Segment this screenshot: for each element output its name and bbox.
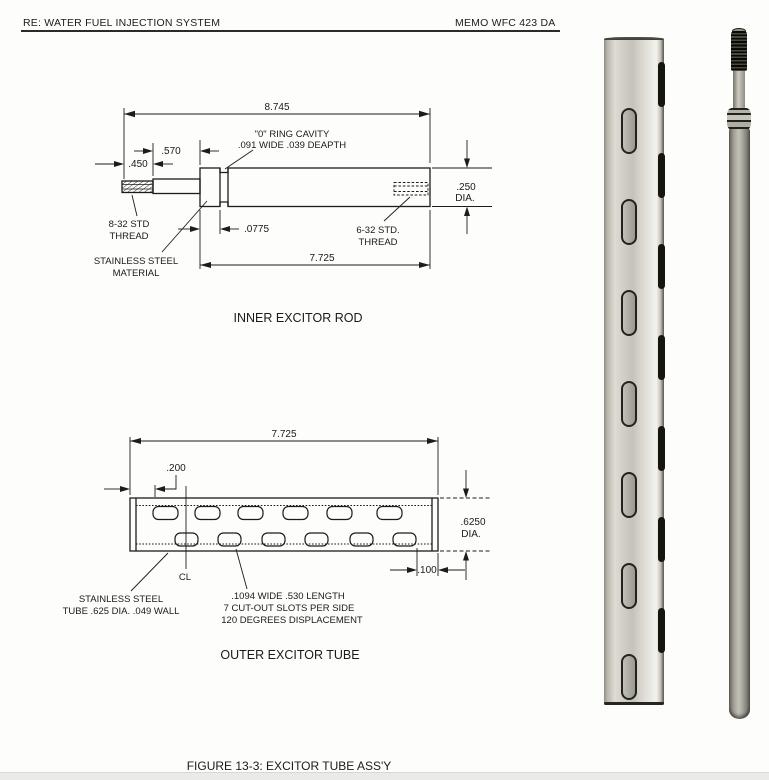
outer-tube-photo bbox=[604, 40, 665, 704]
memo-subject: RE: WATER FUEL INJECTION SYSTEM bbox=[23, 17, 221, 29]
oring-groove-top bbox=[219, 168, 229, 174]
tube-photo-bottom-edge bbox=[604, 702, 664, 705]
thread-left-note-line2: THREAD bbox=[109, 231, 148, 242]
inner-rod-labels: 8.745 "0" RING CAVITY .091 WIDE .039 DEA… bbox=[94, 102, 476, 325]
tube-photo-edge-slot bbox=[658, 517, 665, 562]
header-rule bbox=[21, 30, 560, 32]
tube-material-leader bbox=[130, 552, 169, 592]
internal-thread-hidden-lines bbox=[393, 182, 429, 196]
tube-photo-front-slot bbox=[621, 199, 637, 245]
tube-bottom-slots bbox=[174, 532, 417, 547]
inner-rod-outline bbox=[121, 167, 431, 208]
tube-photo-front-slot bbox=[621, 654, 637, 700]
outer-tube-labels: 7.725 .200 .6250 DIA. CL .100 STAINLESS … bbox=[63, 429, 486, 662]
inner-rod-title: INNER EXCITOR ROD bbox=[234, 311, 363, 325]
tube-photo-top-edge bbox=[604, 37, 664, 42]
rod-plain-stud bbox=[152, 178, 201, 195]
tube-photo-edge-slot bbox=[658, 244, 665, 289]
thread-left-leader bbox=[131, 194, 138, 217]
slots-note-line1: .1094 WIDE .530 LENGTH bbox=[231, 591, 345, 602]
rod-body bbox=[227, 167, 431, 208]
rod-photo-threads bbox=[731, 31, 747, 71]
thread-right-leader bbox=[383, 196, 411, 222]
dim-tube-diameter-unit: DIA. bbox=[461, 529, 480, 540]
thread-right-note-line1: 6-32 STD. bbox=[356, 225, 399, 236]
slots-note-line3: 120 DEGREES DISPLACEMENT bbox=[221, 615, 363, 626]
memo-reference: MEMO WFC 423 DA bbox=[455, 17, 556, 29]
tube-body bbox=[129, 497, 439, 552]
dim-tube-length: 7.725 bbox=[271, 429, 296, 440]
tube-material-note-line1: STAINLESS STEEL bbox=[79, 594, 163, 605]
tube-photo-front-slot bbox=[621, 563, 637, 609]
tube-photo-edge-slot bbox=[658, 426, 665, 471]
oring-leader bbox=[224, 149, 254, 170]
oring-groove-bottom bbox=[219, 201, 229, 207]
slots-note-leader bbox=[235, 548, 248, 590]
material-note-line1: STAINLESS STEEL bbox=[94, 256, 178, 267]
dim-last-slot-offset: .100 bbox=[417, 565, 437, 576]
outer-tube-outline bbox=[129, 497, 439, 552]
dim-thread-length: .450 bbox=[128, 159, 148, 170]
slots-note-line2: 7 CUT-OUT SLOTS PER SIDE bbox=[224, 603, 355, 614]
dim-first-slot-offset: .200 bbox=[166, 463, 186, 474]
rod-threaded-stud bbox=[121, 180, 154, 194]
dim-tube-diameter: .6250 bbox=[460, 517, 485, 528]
rod-photo-oring-collar bbox=[727, 108, 751, 130]
outer-tube-dimensions bbox=[104, 437, 490, 592]
tube-photo-front-slot bbox=[621, 108, 637, 154]
oring-note-line2: .091 WIDE .039 DEAPTH bbox=[238, 140, 346, 151]
tube-wall-lines bbox=[136, 505, 432, 545]
tube-photo-front-slot bbox=[621, 290, 637, 336]
thread-left-note-line1: 8-32 STD bbox=[109, 219, 150, 230]
inner-rod-arrowheads bbox=[114, 110, 470, 268]
dim-stud-length: .570 bbox=[161, 146, 181, 157]
dim-rod-diameter-unit: DIA. bbox=[455, 193, 474, 204]
dim-collar-width: .0775 bbox=[244, 224, 269, 235]
thread-right-note-line2: THREAD bbox=[358, 237, 397, 248]
dim-rod-diameter: .250 bbox=[456, 182, 476, 193]
tube-photo-edge-slot bbox=[658, 608, 665, 653]
material-leader bbox=[161, 200, 208, 253]
centerline-label: CL bbox=[179, 572, 191, 583]
figure-caption: FIGURE 13-3: EXCITOR TUBE ASS'Y bbox=[187, 759, 392, 773]
outer-tube-arrowheads bbox=[120, 438, 469, 573]
dim-overall-length: 8.745 bbox=[264, 102, 289, 113]
dim-body-length: 7.725 bbox=[309, 253, 334, 264]
outer-tube-title: OUTER EXCITOR TUBE bbox=[220, 648, 359, 662]
material-note-line2: MATERIAL bbox=[113, 268, 160, 279]
page-footer-bar bbox=[0, 772, 769, 780]
rod-photo-neck bbox=[733, 71, 745, 109]
tube-top-slots bbox=[152, 505, 403, 521]
tube-photo-front-slot bbox=[621, 472, 637, 518]
inner-rod-dimensions bbox=[95, 108, 492, 269]
tube-photo-edge-slot bbox=[658, 335, 665, 380]
rod-collar bbox=[199, 167, 221, 208]
tube-photo-edge-slot bbox=[658, 62, 665, 107]
oring-note-line1: "0" RING CAVITY bbox=[255, 129, 330, 140]
rod-photo-body bbox=[729, 129, 750, 719]
tube-photo-front-slot bbox=[621, 381, 637, 427]
tube-photo-edge-slot bbox=[658, 153, 665, 198]
tube-material-note-line2: TUBE .625 DIA. .049 WALL bbox=[63, 606, 180, 617]
